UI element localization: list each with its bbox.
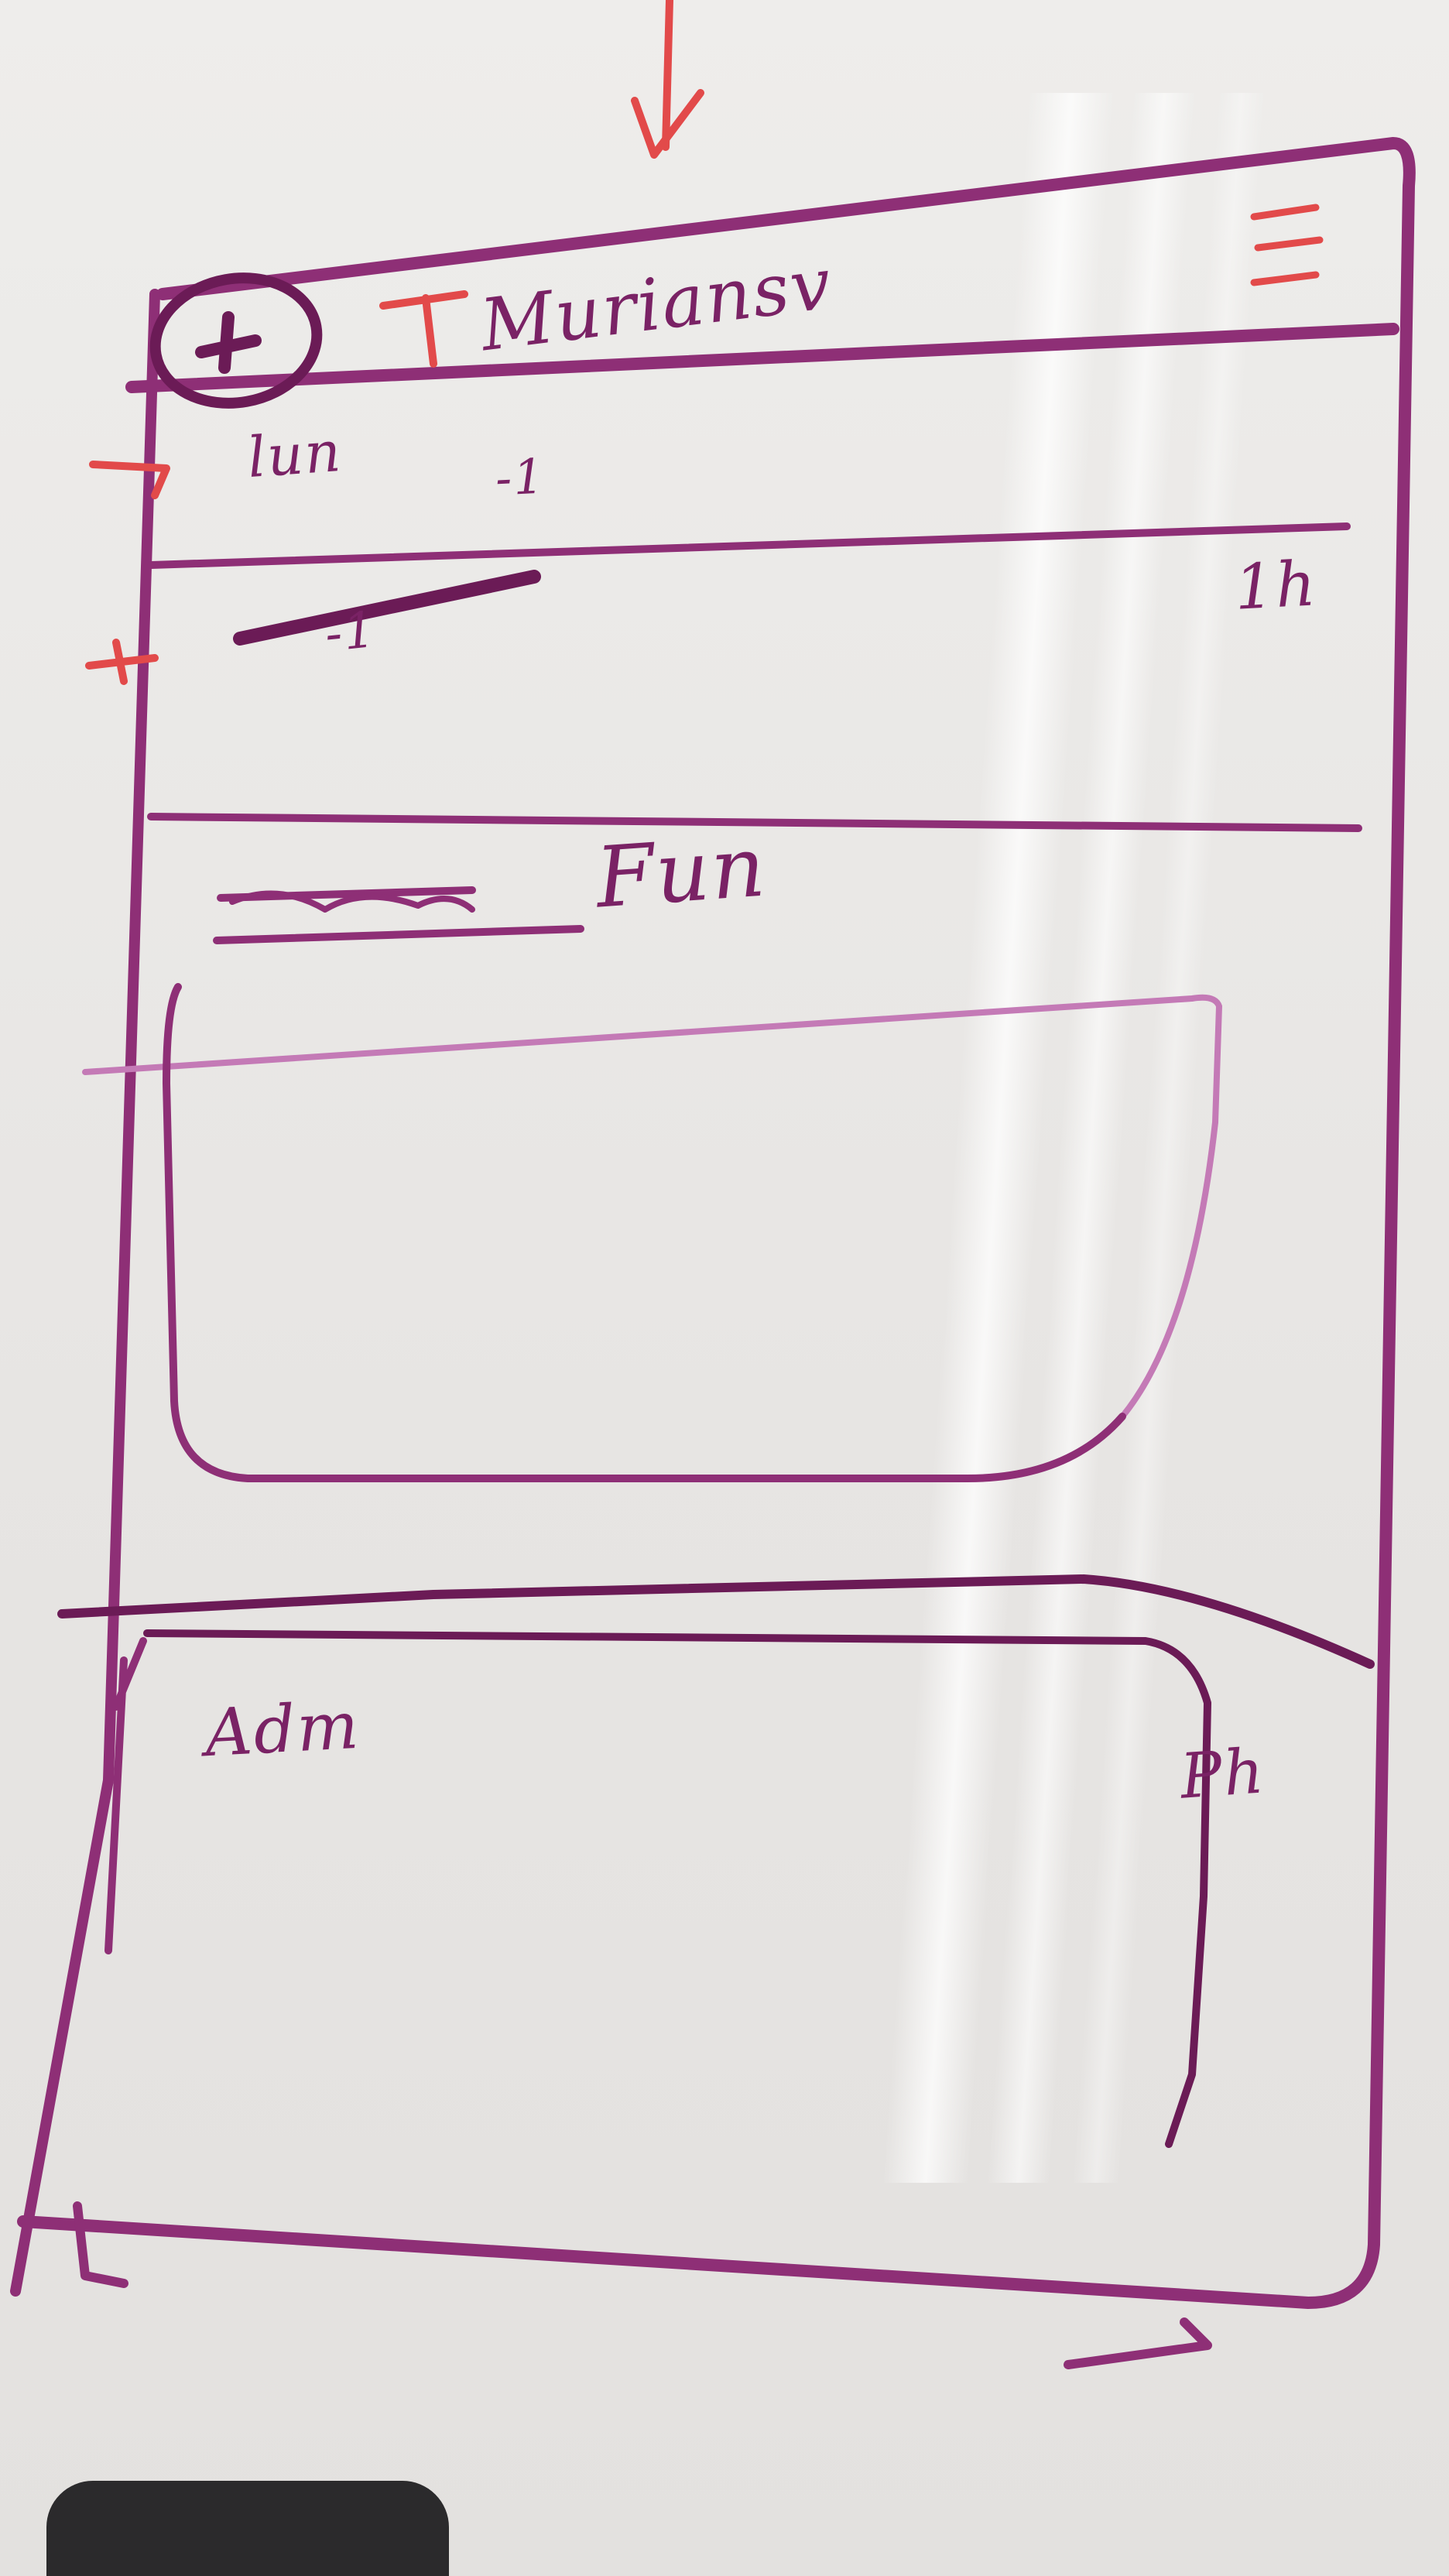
title-marker	[379, 290, 468, 368]
row-divider	[147, 522, 1351, 569]
header-divider	[125, 323, 1399, 393]
row1-value: -1	[494, 447, 547, 507]
row2-value: -1	[322, 601, 380, 664]
hamburger-menu-icon	[1250, 204, 1324, 286]
footer-card	[143, 1629, 1211, 2148]
row1-label: lun	[245, 418, 344, 491]
footer-label: Adm	[203, 1687, 362, 1772]
row2-trailing: 1h	[1232, 547, 1319, 624]
phone-frame	[17, 137, 1416, 2309]
content-card	[82, 984, 1222, 1482]
section-divider	[147, 813, 1362, 832]
phone-frame-left	[10, 289, 160, 2297]
section-title: Fun	[592, 818, 770, 927]
footer-trailing: Ph	[1177, 1735, 1268, 1813]
annotation-arrow	[631, 0, 704, 159]
plus-circle-icon	[149, 272, 323, 409]
marker-tray	[46, 2481, 449, 2576]
footer-divider	[57, 1574, 1375, 1669]
